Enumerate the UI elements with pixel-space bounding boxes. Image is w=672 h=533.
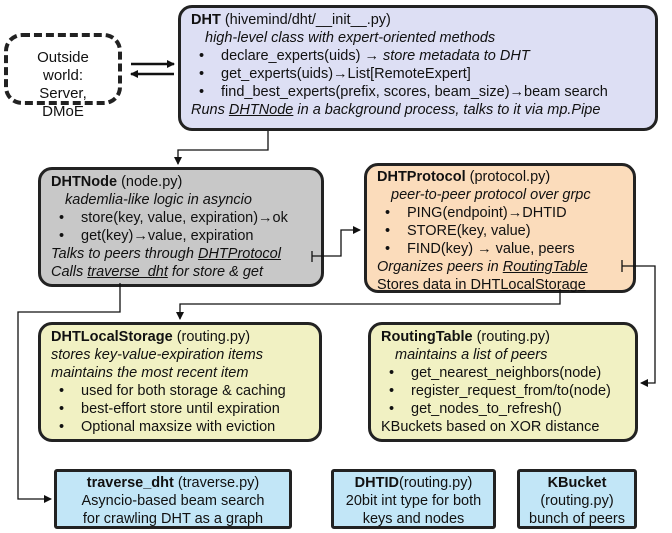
dhtlocalstorage-desc1: stores key-value-expiration items [51, 347, 263, 363]
kbucket-line1: bunch of peers [529, 511, 625, 527]
dhtnode-item: •get(key)→value, expiration [59, 228, 254, 244]
dhtprotocol-box: DHTProtocol (protocol.py) peer-to-peer p… [364, 163, 636, 293]
dhtlocalstorage-box: DHTLocalStorage (routing.py) stores key-… [38, 322, 322, 442]
routingtable-link: RoutingTable [502, 259, 588, 275]
routingtable-item: •register_request_from/to(node) [389, 383, 611, 399]
kbucket-title: KBucket [524, 474, 630, 492]
dhtprotocol-line-storage: Stores data in DHTLocalStorage [377, 277, 586, 293]
dhtid-file: (routing.py) [398, 475, 473, 491]
kbucket-file: (routing.py) [540, 493, 614, 509]
dht-title: DHT (hivemind/dht/__init__.py) [191, 11, 645, 29]
dht-item: •get_experts(uids)→List[RemoteExpert] [199, 66, 471, 82]
dhtlocalstorage-item: •best-effort store until expiration [59, 401, 280, 417]
outside-world-line1: Outside world: [37, 49, 89, 84]
dhtnode-title: DHTNode (node.py) [51, 173, 311, 191]
dhtnode-link: DHTNode [228, 102, 294, 118]
dhtprotocol-item: •STORE(key, value) [385, 223, 531, 239]
dhtnode-box: DHTNode (node.py) kademlia-like logic in… [38, 167, 324, 287]
dhtprotocol-title: DHTProtocol (protocol.py) [377, 168, 623, 186]
dht-footer: Runs DHTNode in a background process, ta… [191, 102, 601, 118]
routingtable-name: RoutingTable [381, 329, 473, 345]
dhtprotocol-desc: peer-to-peer protocol over grpc [391, 187, 591, 203]
routingtable-footer: KBuckets based on XOR distance [381, 419, 600, 435]
dht-item: •declare_experts(uids) → store metadata … [199, 48, 530, 64]
dht-box: DHT (hivemind/dht/__init__.py) high-leve… [178, 5, 658, 131]
dhtid-title: DHTID(routing.py) [338, 474, 489, 492]
dhtprotocol-item: •FIND(key) → value, peers [385, 241, 575, 257]
dhtlocalstorage-title: DHTLocalStorage (routing.py) [51, 328, 309, 346]
kbucket-name: KBucket [547, 475, 607, 491]
traverse-dht-file: (traverse.py) [177, 475, 260, 491]
dhtlocalstorage-file: (routing.py) [176, 329, 251, 345]
traverse-dht-box: traverse_dht (traverse.py) Asyncio-based… [54, 469, 292, 529]
dhtnode-line-protocol: Talks to peers through DHTProtocol [51, 246, 281, 262]
dhtid-line1: 20bit int type for both [345, 493, 482, 509]
dhtnode-line-traverse: Calls traverse_dht for store & get [51, 264, 263, 280]
dhtprotocol-line-routing: Organizes peers in RoutingTable [377, 259, 588, 275]
dhtnode-name: DHTNode [51, 174, 118, 190]
dht-to-dhtnode-connector [174, 131, 269, 165]
traverse-dht-name: traverse_dht [86, 475, 174, 491]
traverse-dht-title: traverse_dht (traverse.py) [67, 474, 279, 492]
dhtlocalstorage-desc2: maintains the most recent item [51, 365, 249, 381]
dht-file: (hivemind/dht/__init__.py) [224, 12, 391, 28]
dhtprotocol-file: (protocol.py) [469, 169, 551, 185]
traverse-dht-line2: for crawling DHT as a graph [82, 511, 264, 527]
outside-world-box: Outside world: Server, DMoE [4, 33, 122, 120]
routingtable-desc: maintains a list of peers [395, 347, 548, 363]
routingtable-item: •get_nodes_to_refresh() [389, 401, 562, 417]
routingtable-file: (routing.py) [476, 329, 550, 345]
routingtable-title: RoutingTable (routing.py) [381, 328, 625, 346]
traverse-dht-link: traverse_dht [87, 264, 168, 280]
dhtprotocol-name: DHTProtocol [377, 169, 466, 185]
dhtid-box: DHTID(routing.py) 20bit int type for bot… [331, 469, 496, 529]
dht-name: DHT [191, 12, 221, 28]
dhtnode-desc: kademlia-like logic in asyncio [65, 192, 252, 208]
dhtlocalstorage-item: •Optional maxsize with eviction [59, 419, 276, 435]
traverse-dht-line1: Asyncio-based beam search [81, 493, 265, 509]
kbucket-box: KBucket (routing.py) bunch of peers [517, 469, 637, 529]
dhtprotocol-item: •PING(endpoint)→DHTID [385, 205, 567, 221]
dht-desc: high-level class with expert-oriented me… [205, 30, 496, 46]
dhtnode-item: •store(key, value, expiration)→ok [59, 210, 288, 226]
dhtid-line2: keys and nodes [362, 511, 465, 527]
routingtable-item: •get_nearest_neighbors(node) [389, 365, 602, 381]
dhtlocalstorage-name: DHTLocalStorage [51, 329, 173, 345]
outside-world-line2: Server, DMoE [39, 85, 87, 120]
dht-item: •find_best_experts(prefix, scores, beam_… [199, 84, 608, 100]
localstorage-link: LocalStorage [500, 277, 586, 293]
dhtprotocol-link: DHTProtocol [197, 246, 281, 262]
dhtid-name: DHTID [354, 475, 399, 491]
dhtnode-file: (node.py) [121, 174, 183, 190]
routingtable-box: RoutingTable (routing.py) maintains a li… [368, 322, 638, 442]
dhtlocalstorage-item: •used for both storage & caching [59, 383, 286, 399]
